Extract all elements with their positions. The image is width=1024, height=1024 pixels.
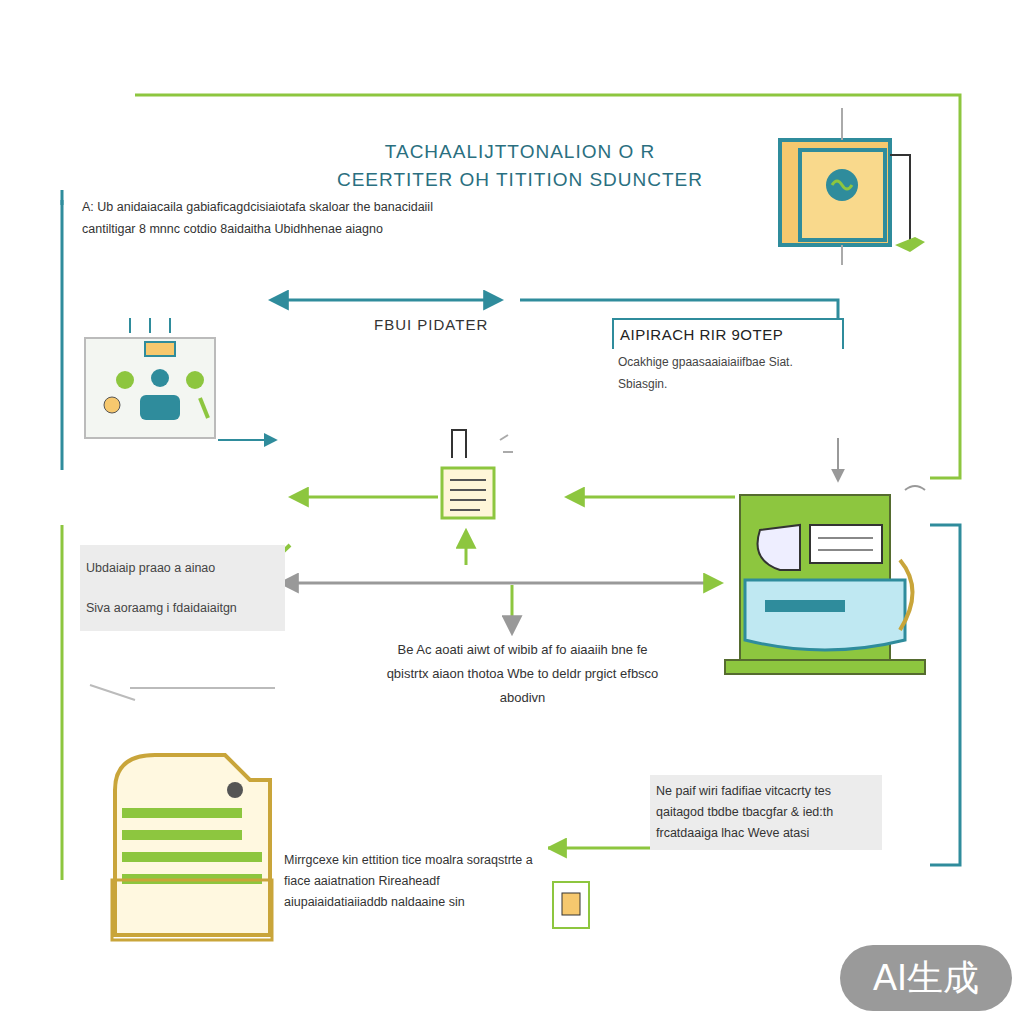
double-arrow <box>272 299 500 302</box>
arrow <box>837 438 839 480</box>
arrow <box>292 496 438 499</box>
line <box>90 685 275 700</box>
watermark-pill <box>840 945 1012 1011</box>
box-heading: Ubdaiaip praao a ainao <box>86 557 279 579</box>
team-icon <box>85 318 215 438</box>
box-heading: AIPIRACH RIR 9OTEP <box>612 318 844 349</box>
text-block: Mirrgcexe kin ettition tice moalra soraq… <box>280 846 548 917</box>
watermark: AI生成 <box>840 945 1012 1011</box>
note-box: Ubdaiaip praao a ainaoSiva aoraamg i fda… <box>80 545 285 631</box>
arrow <box>511 585 514 632</box>
box-text: Ne paif wiri fadifiae vitcacrty tes qait… <box>656 781 876 844</box>
title: TACHAALIJTTONALION O R CEERTITER OH TITI… <box>330 138 710 194</box>
box-text: Ocakhige gpaasaaiaiaiifbae Siat. Sbiasgi… <box>612 349 844 397</box>
small-icon <box>553 882 589 928</box>
machine-icon <box>725 486 925 674</box>
clipboard-icon <box>442 430 513 518</box>
box-text: Mirrgcexe kin ettition tice moalra soraq… <box>284 850 544 913</box>
note-box: Ne paif wiri fadifiae vitcacrty tes qait… <box>650 775 882 850</box>
box-text: Siva aoraamg i fdaidaiaitgn <box>86 597 279 619</box>
tablet-icon <box>780 108 925 265</box>
connector <box>548 847 650 850</box>
arrow <box>218 439 275 441</box>
arrow <box>465 532 468 565</box>
arrow <box>568 496 735 499</box>
note-text: Be Ac aoati aiwt of wibib af fo aiaaiih … <box>385 638 660 710</box>
arrow-label: FBUI PIDATER <box>370 316 492 333</box>
double-arrow <box>282 582 720 585</box>
folder-icon <box>112 755 272 940</box>
note-text: A: Ub anidaiacaila gabiaficagdcisiaiotaf… <box>82 196 447 240</box>
info-box: AIPIRACH RIR 9OTEPOcakhige gpaasaaiaiaii… <box>612 318 844 397</box>
